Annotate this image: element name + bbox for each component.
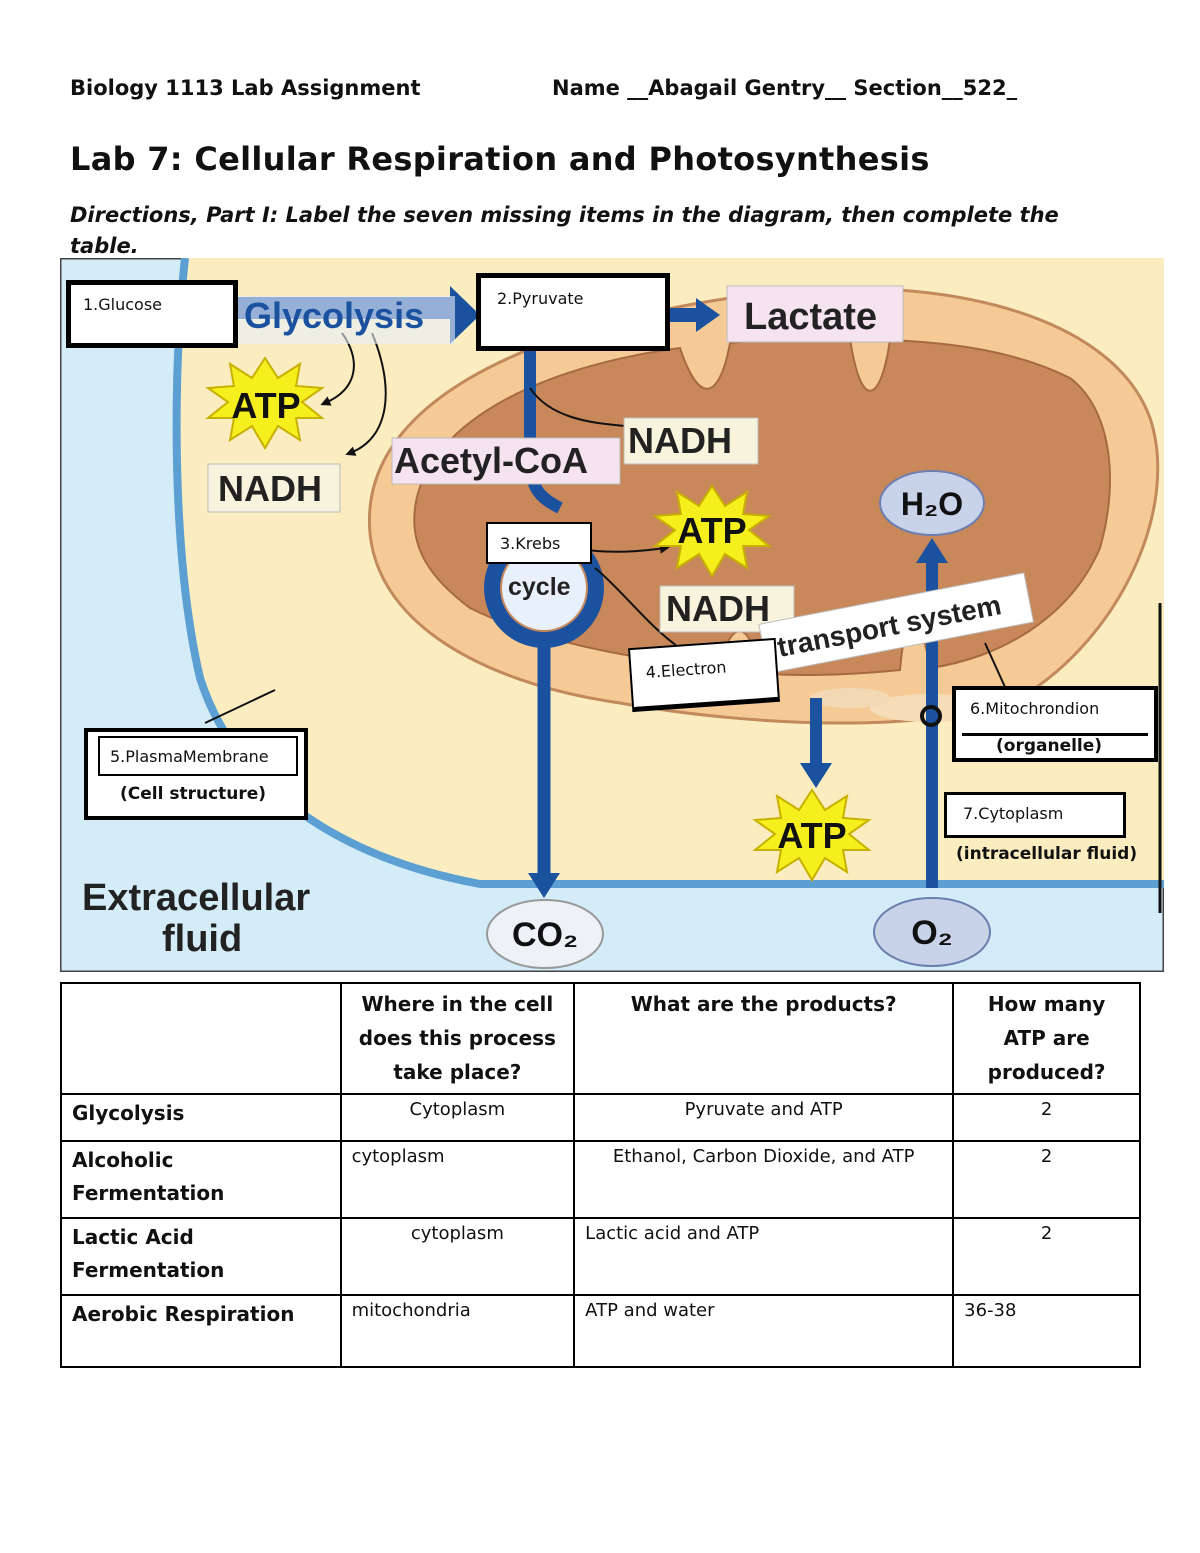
process-products: Pyruvate and ATP [573,1093,955,1142]
diagram-graphic: ATP ATP ATP Glycolysis Lactate NADH Acet… [60,258,1164,972]
h2o-label: H₂O [901,486,963,522]
h2o-bubble [879,470,985,536]
glycolysis-label: Glycolysis [244,295,424,336]
process-name: Aerobic Respiration [60,1294,342,1368]
fluid-label: fluid [162,918,242,960]
answer-2-text: 2.Pyruvate [497,289,584,308]
answer-5-sub: (Cell structure) [120,784,267,804]
answer-4-text: 4.Electron [645,657,728,683]
answer-6-text: 6.Mitochrondion [970,699,1100,718]
co2-bubble [486,899,604,969]
nadh-label-1: NADH [218,468,322,509]
answer-7-sub: (intracellular fluid) [956,844,1138,864]
process-table: Where in the cell does this process take… [60,982,1141,1368]
atp-star-3 [752,788,872,882]
process-name: Alcoholic Fermentation [60,1140,342,1219]
process-location: mitochondria [339,1294,576,1368]
respiration-diagram: ATP ATP ATP Glycolysis Lactate NADH Acet… [60,258,1164,972]
process-name: Glycolysis [60,1093,342,1142]
nadh-label-3: NADH [666,588,770,629]
atp-label-2: ATP [677,510,746,551]
extracellular-label: Extracellular [82,877,310,919]
answer-5-text: 5.PlasmaMembrane [110,747,269,766]
table-row: Alcoholic Fermentation cytoplasm Ethanol… [60,1140,1141,1219]
table-row: Glycolysis Cytoplasm Pyruvate and ATP 2 [60,1093,1141,1142]
atp-star-1 [205,356,325,450]
o2-bubble [873,897,991,967]
atp-star-2 [652,484,772,578]
answer-5-box: 5.PlasmaMembrane (Cell structure) [84,728,308,820]
answer-7-box: 7.Cytoplasm [944,792,1126,838]
mito-stain-2 [810,688,890,708]
acetyl-coa-label: Acetyl-CoA [394,440,588,481]
table-row: Aerobic Respiration mitochondria ATP and… [60,1294,1141,1368]
header-process [60,982,342,1095]
cell-membrane [172,258,1164,888]
cycle-label: cycle [508,573,571,601]
course-header: Biology 1113 Lab Assignment [70,76,421,100]
answer-6-sub: (organelle) [996,736,1103,756]
answer-4-box: 4.Electron [627,637,781,713]
header-where: Where in the cell does this process take… [339,982,576,1095]
answer-6-box: 6.Mitochrondion (organelle) [952,686,1158,762]
process-products: Ethanol, Carbon Dioxide, and ATP [573,1140,955,1219]
answer-1-box: 1.Glucose [66,280,238,348]
answer-7-text: 7.Cytoplasm [963,804,1064,823]
atp-label-1: ATP [231,385,300,426]
process-products: Lactic acid and ATP [573,1217,955,1296]
atp-label-3: ATP [777,815,846,856]
answer-1-text: 1.Glucose [83,295,163,314]
name-section-line: Name __Abagail Gentry__ Section__522_ [552,76,1018,100]
header-products: What are the products? [573,982,955,1095]
process-name: Lactic Acid Fermentation [60,1217,342,1296]
process-location: cytoplasm [339,1217,576,1296]
nadh-label-2: NADH [628,420,732,461]
header-atp: How many ATP are produced? [952,982,1141,1095]
answer-2-box: 2.Pyruvate [476,273,670,351]
answer-5-inner: 5.PlasmaMembrane [98,736,298,776]
process-location: Cytoplasm [339,1093,576,1142]
answer-3-box: 3.Krebs [486,522,592,564]
process-products: ATP and water [573,1294,955,1368]
process-atp: 2 [952,1140,1141,1219]
o2-label: O₂ [911,914,953,952]
co2-label: CO₂ [512,916,578,954]
process-atp: 2 [952,1217,1141,1296]
process-atp: 36-38 [952,1294,1141,1368]
table-row: Lactic Acid Fermentation cytoplasm Lacti… [60,1217,1141,1296]
directions-text: Directions, Part I: Label the seven miss… [70,203,1059,254]
lactate-label: Lactate [744,296,877,338]
table-header-row: Where in the cell does this process take… [60,982,1141,1095]
process-location: cytoplasm [339,1140,576,1219]
page-title: Lab 7: Cellular Respiration and Photosyn… [70,140,930,178]
process-atp: 2 [952,1093,1141,1142]
answer-3-text: 3.Krebs [500,534,561,553]
